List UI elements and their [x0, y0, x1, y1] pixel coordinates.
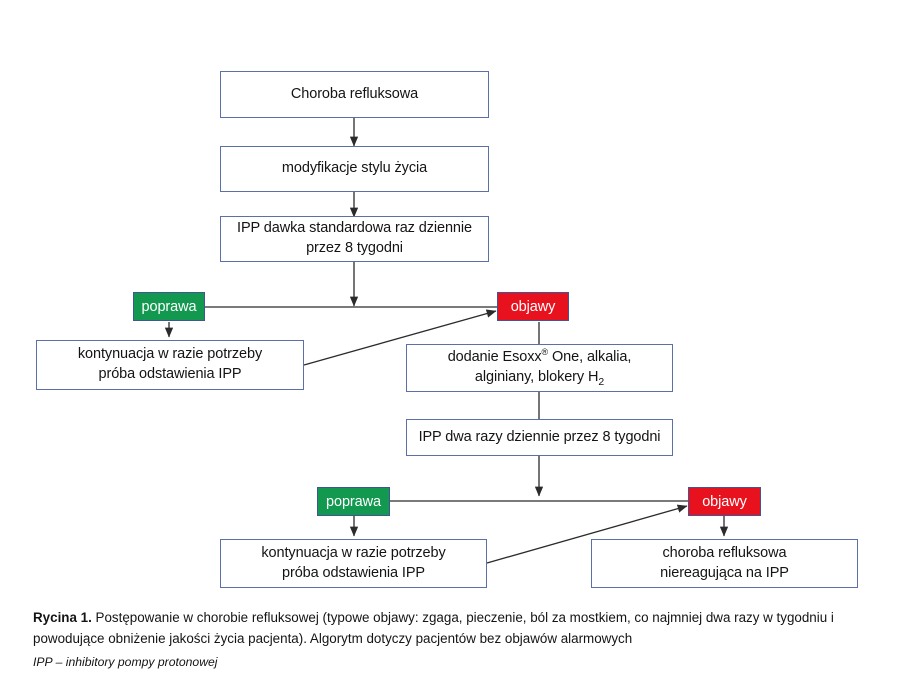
connector-lines — [164, 118, 729, 564]
node-ppi-twice: IPP dwa razy dziennie przez 8 tygodni — [406, 419, 673, 456]
badge-symptoms-lower-label: objawy — [702, 493, 747, 510]
badge-improvement-lower: poprawa — [317, 487, 390, 516]
node-lifestyle: modyfikacje stylu życia — [220, 146, 489, 192]
node-disease-label: Choroba refluksowa — [290, 85, 419, 102]
node-refractory-line1: choroba refluksowa — [662, 544, 787, 561]
node-add-therapy-subscript: 2 — [598, 376, 605, 388]
node-ppi-standard-line1: IPP dawka standardowa raz dziennie — [237, 220, 472, 237]
node-lifestyle-label: modyfikacje stylu życia — [281, 160, 428, 177]
connector-continue-to-symptoms-upper — [303, 309, 497, 366]
node-continue-upper-line2: próba odstawienia IPP — [98, 366, 242, 382]
node-ppi-standard-line2: przez 8 tygodni — [306, 240, 403, 256]
node-add-therapy-line1a: dodanie Esoxx — [447, 349, 542, 366]
badge-improvement-upper-label: poprawa — [141, 298, 197, 315]
node-continue-upper-line1: kontynuacja w razie potrzeby — [77, 346, 263, 363]
caption-label: Rycina 1. — [33, 610, 92, 625]
node-refractory-line2: niereagująca na IPP — [660, 564, 789, 581]
badge-improvement-upper: poprawa — [133, 292, 205, 321]
node-add-therapy-line1b: One, alkalia, — [548, 349, 632, 366]
registered-trademark-icon: ® — [541, 347, 549, 358]
badge-improvement-lower-label: poprawa — [326, 493, 381, 510]
node-add-therapy-label: dodanie Esoxx® One, alkalia, alginiany, … — [442, 348, 638, 387]
badge-symptoms-upper-label: objawy — [510, 298, 556, 315]
node-continue-lower-line2: próba odstawienia IPP — [282, 564, 425, 581]
flowchart: Choroba refluksowa modyfikacje stylu życ… — [36, 71, 858, 588]
connector-continue-to-symptoms-lower — [486, 504, 688, 564]
badge-symptoms-lower: objawy — [688, 487, 761, 516]
node-ppi-standard-label: IPP dawka standardowa raz dziennie przez… — [231, 219, 478, 258]
node-add-therapy-line2a: alginiany, blokery H — [474, 369, 599, 385]
node-continue-upper: kontynuacja w razie potrzeby próba odsta… — [36, 340, 304, 390]
badge-symptoms-upper: objawy — [497, 292, 569, 321]
node-continue-upper-label: kontynuacja w razie potrzeby próba odsta… — [72, 345, 268, 384]
node-continue-lower-label: kontynuacja w razie potrzeby próba odsta… — [255, 544, 451, 583]
caption-text: Postępowanie w chorobie refluksowej (typ… — [33, 610, 834, 646]
node-ppi-twice-label: IPP dwa razy dziennie przez 8 tygodni — [418, 428, 661, 445]
caption-abbreviation: IPP – inhibitory pompy protonowej — [33, 654, 218, 669]
node-ppi-standard: IPP dawka standardowa raz dziennie przez… — [220, 216, 489, 262]
node-continue-lower-line1: kontynuacja w razie potrzeby — [261, 544, 446, 561]
node-disease: Choroba refluksowa — [220, 71, 489, 118]
node-refractory-disease: choroba refluksowa niereagująca na IPP — [591, 539, 858, 588]
figure-caption: Rycina 1. Postępowanie w chorobie refluk… — [33, 608, 878, 671]
node-add-therapy: dodanie Esoxx® One, alkalia, alginiany, … — [406, 344, 673, 392]
node-refractory-disease-label: choroba refluksowa niereagująca na IPP — [654, 544, 795, 583]
node-continue-lower: kontynuacja w razie potrzeby próba odsta… — [220, 539, 487, 588]
